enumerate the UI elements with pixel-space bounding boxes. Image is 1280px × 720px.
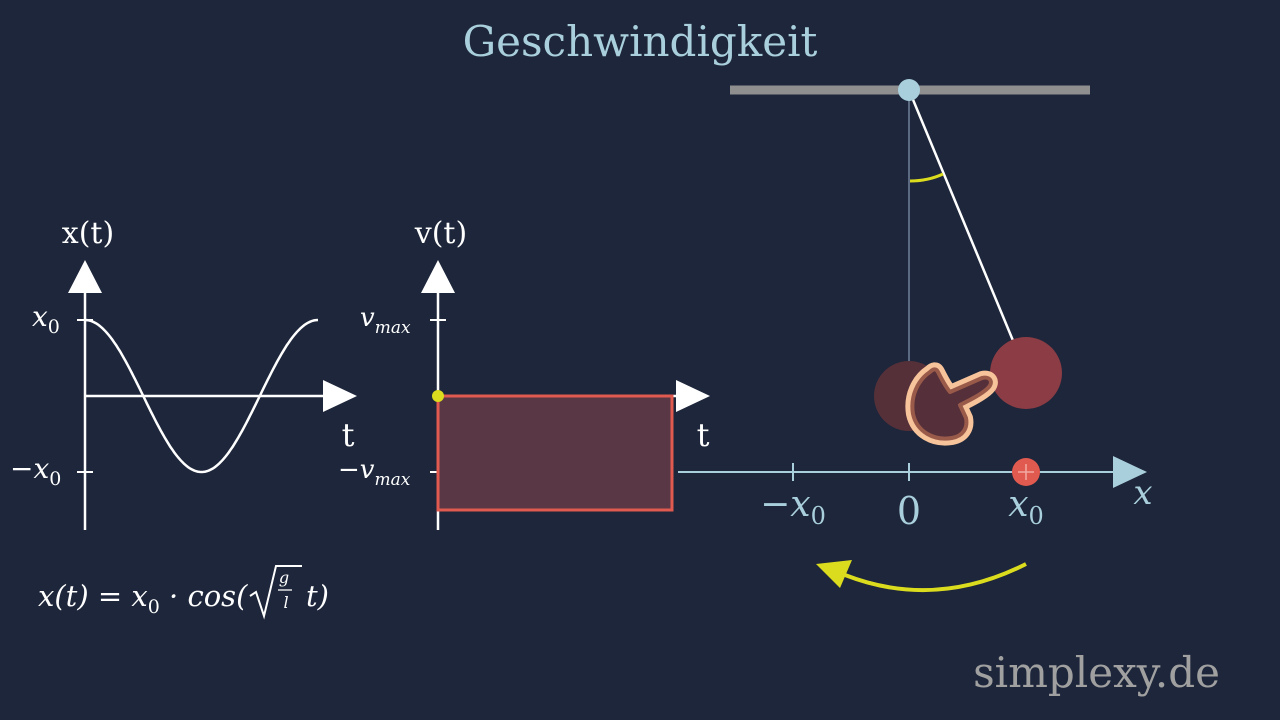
formula-denominator: l xyxy=(283,593,288,612)
pointing-hand-icon xyxy=(905,362,998,446)
velocity-x-label: t xyxy=(697,416,710,454)
watermark: simplexy.de xyxy=(973,648,1220,697)
formula-numerator: g xyxy=(279,568,289,587)
velocity-y-arrowhead xyxy=(421,260,455,293)
cosine-curve xyxy=(84,318,319,474)
velocity-x-arrowhead xyxy=(676,380,710,412)
velocity-tick-top-label: vmax xyxy=(360,303,411,338)
position-tick-bottom-label: −x0 xyxy=(10,452,61,490)
position-y-arrowhead xyxy=(68,260,102,293)
position-y-label: x(t) xyxy=(62,216,114,251)
pendulum-bob xyxy=(990,337,1062,409)
angle-arc xyxy=(909,172,944,183)
pendulum-tick-neg-label: −x0 xyxy=(760,484,826,530)
curved-arrow-left-icon xyxy=(816,560,1027,593)
page-title: Geschwindigkeit xyxy=(463,17,818,66)
formula: x(t) = x0 · cos( g l t) xyxy=(38,565,329,620)
velocity-y-label: v(t) xyxy=(414,216,467,251)
pendulum-axis-label: x xyxy=(1133,473,1152,513)
formula-tail: t) xyxy=(306,579,329,613)
formula-main: x(t) = x0 · cos( xyxy=(38,579,248,618)
velocity-tick-bottom-label: −vmax xyxy=(338,455,411,490)
pendulum-x-arrowhead xyxy=(1113,456,1147,488)
position-x-arrowhead xyxy=(323,380,357,412)
velocity-graph: v(t) t vmax −vmax xyxy=(338,216,710,530)
position-x-label: t xyxy=(342,416,355,454)
position-graph: x(t) t x0 −x0 xyxy=(10,216,357,530)
pendulum: −x0 0 x0 x xyxy=(678,79,1153,593)
pendulum-string xyxy=(907,89,1016,344)
pivot-point xyxy=(898,79,920,101)
velocity-start-dot xyxy=(432,390,444,402)
pendulum-tick-zero-label: 0 xyxy=(897,489,921,533)
position-tick-top-label: x0 xyxy=(32,300,60,338)
highlight-rectangle xyxy=(436,394,674,512)
pendulum-tick-pos-label: x0 xyxy=(1008,484,1044,530)
sqrt-sign xyxy=(249,565,302,620)
